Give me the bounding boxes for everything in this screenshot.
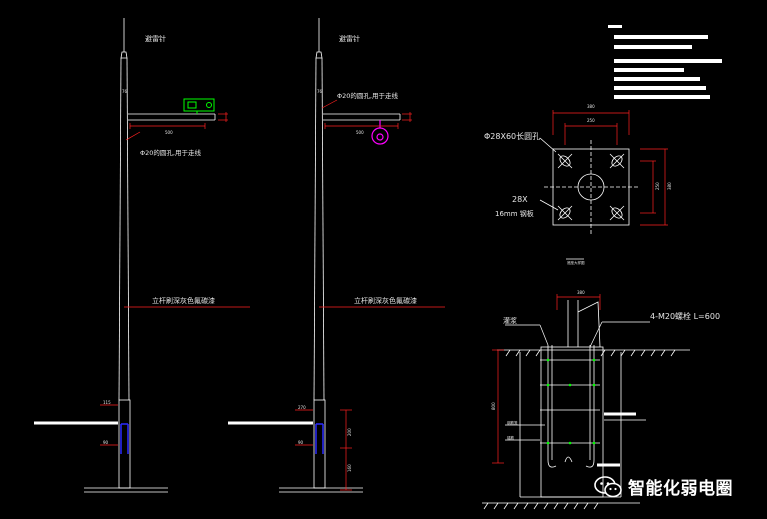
left-paint-note: 立杆刷深灰色氟碳漆	[152, 296, 215, 305]
foundation-depth: 800	[491, 402, 496, 410]
left-arm-length: 500	[165, 130, 173, 135]
right-paint-note: 立杆刷深灰色氟碳漆	[354, 296, 417, 305]
right-dimensions	[228, 99, 445, 491]
right-base-dim-bottom: 90	[298, 440, 304, 445]
right-pole-elevation	[279, 18, 401, 493]
left-pole-edge	[126, 57, 130, 401]
anchor-bolt-label: 4-M20螺栓 L=600	[650, 311, 720, 321]
right-rod-tip	[315, 51, 323, 59]
right-pole-edge	[321, 57, 325, 401]
left-base-bracket	[120, 423, 129, 454]
left-height-mark: 76	[122, 89, 128, 94]
right-cable-hole-label: Φ20的圆孔,用于走线	[337, 91, 398, 100]
grout-label: 灌浆	[503, 316, 517, 325]
watermark: 智能化弱电圈	[594, 474, 733, 499]
plate-outer-width: 380	[587, 104, 595, 109]
plate-thickness-label-2: 16mm 钢板	[495, 209, 534, 218]
right-pole-edge	[313, 57, 317, 401]
left-pole-elevation	[84, 18, 216, 493]
rebar-cage	[540, 345, 600, 468]
left-lightning-rod-label: 避雷针	[145, 34, 166, 43]
left-pole-edge	[118, 57, 122, 401]
left-base-dim-bottom: 90	[103, 440, 109, 445]
bolt-hole-label: Φ28X60长圆孔	[484, 131, 540, 141]
bolt-holes	[557, 153, 625, 221]
ground-hatch	[483, 349, 676, 510]
right-side-dim-top: 200	[347, 428, 352, 436]
plate-caption: 底座大样图	[567, 260, 585, 265]
right-base-dim-top: 270	[298, 405, 306, 410]
watermark-text: 智能化弱电圈	[628, 479, 733, 499]
notes-block	[608, 25, 722, 99]
rebar-nodes	[546, 358, 596, 445]
bullet-camera-icon	[183, 98, 215, 114]
right-height-mark: 76	[317, 89, 323, 94]
base-plate-dimensions	[552, 110, 668, 226]
plate-side-outer: 380	[667, 182, 672, 190]
dome-camera-icon	[371, 120, 389, 145]
anchor-label: 锚筋	[507, 435, 515, 440]
right-base-bracket	[315, 423, 324, 454]
left-rod-tip	[120, 51, 128, 59]
plate-side-inner: 250	[655, 182, 660, 190]
right-arm-length: 500	[356, 130, 364, 135]
wechat-icon	[594, 475, 622, 497]
rebar-label: 钢筋笼	[507, 420, 518, 425]
foundation-dimensions	[492, 294, 650, 464]
right-lightning-rod-label: 避雷针	[339, 34, 360, 43]
base-plate-detail	[539, 137, 638, 260]
left-cable-hole-label: Φ20的圆孔,用于走线	[140, 148, 201, 157]
left-dimensions	[34, 112, 250, 446]
right-side-dim-bottom: 160	[347, 464, 352, 472]
plate-inner-width: 250	[587, 118, 595, 123]
plate-thickness-label-1: 28X	[512, 195, 528, 204]
left-base-dim-top: 115	[103, 400, 111, 405]
foundation-width: 380	[577, 290, 585, 295]
